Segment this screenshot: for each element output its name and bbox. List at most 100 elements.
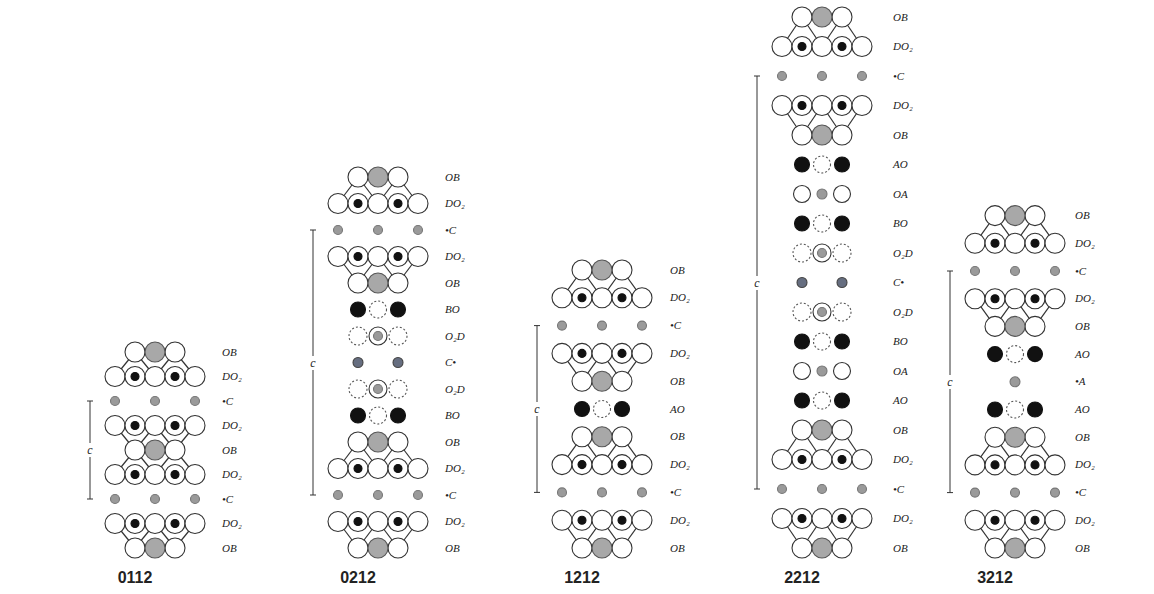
layer-label: OB (445, 278, 460, 289)
atom (612, 343, 632, 363)
layer-label: AO (670, 404, 685, 415)
axis-tick (947, 271, 953, 272)
atom (165, 416, 185, 436)
atom (1005, 538, 1025, 558)
atom (572, 343, 592, 363)
layer-label: DO₂ (670, 515, 690, 526)
atom (1025, 233, 1045, 253)
atom (1025, 510, 1045, 530)
atom (1005, 455, 1025, 475)
atom (612, 427, 632, 447)
atom (368, 538, 388, 558)
atom (328, 512, 348, 532)
layer-label: OB (1075, 210, 1090, 221)
atom (185, 465, 205, 485)
axis-tick (534, 325, 540, 326)
atom (615, 402, 630, 417)
atom (965, 233, 985, 253)
atom (111, 495, 120, 504)
atom (374, 332, 383, 341)
layer-label: O₂D (445, 331, 465, 342)
structure-name: 1212 (564, 570, 600, 586)
atom (334, 491, 343, 500)
atom (813, 244, 831, 262)
atom (835, 157, 850, 172)
atom (348, 273, 368, 293)
atom (374, 226, 383, 235)
axis-tick (87, 401, 93, 402)
atom (592, 260, 612, 280)
layer-label: DO₂ (445, 251, 465, 262)
atom (165, 367, 185, 387)
atom (832, 7, 852, 27)
atom (1025, 289, 1045, 309)
atom (145, 367, 165, 387)
atom (105, 514, 125, 534)
layer-label: AO (1075, 349, 1090, 360)
atom (394, 200, 402, 208)
atom (632, 343, 652, 363)
atom (151, 495, 160, 504)
atom (612, 260, 632, 280)
atom (368, 512, 388, 532)
layer-label: DO₂ (1075, 238, 1095, 249)
atom (632, 510, 652, 530)
atom (1025, 455, 1045, 475)
atom (1010, 377, 1020, 387)
atom (394, 253, 402, 261)
atom (125, 538, 145, 558)
atom (374, 491, 383, 500)
atom (1005, 206, 1025, 226)
atom (354, 518, 362, 526)
layer-label: OB (893, 12, 908, 23)
atom (838, 515, 846, 523)
layer-label: DO₂ (222, 420, 242, 431)
layer-label: •C (445, 490, 456, 501)
atom (1031, 239, 1039, 247)
axis-tick (534, 492, 540, 493)
atom (1031, 295, 1039, 303)
atom (778, 485, 787, 494)
atom (991, 516, 999, 524)
layer-label: •C (222, 396, 233, 407)
atom (185, 367, 205, 387)
atom (991, 239, 999, 247)
atom (572, 260, 592, 280)
atom (145, 416, 165, 436)
atom (795, 334, 810, 349)
atom (795, 393, 810, 408)
atom (793, 303, 811, 321)
atom (165, 514, 185, 534)
atom (328, 247, 348, 267)
layer-label: OA (893, 366, 908, 377)
layer-label: BO (445, 410, 460, 421)
layer-label: DO₂ (222, 371, 242, 382)
atom (795, 216, 810, 231)
atom (833, 244, 851, 262)
structure-name: 2212 (784, 570, 820, 586)
layer-label: OA (893, 189, 908, 200)
axis-label: c (753, 276, 760, 290)
atom (592, 343, 612, 363)
atom (1005, 289, 1025, 309)
atom (354, 465, 362, 473)
atom (985, 233, 1005, 253)
atom (1051, 488, 1060, 497)
atom (835, 334, 850, 349)
layer-label: •C (670, 487, 681, 498)
atom (370, 301, 387, 318)
atom (612, 288, 632, 308)
atom (835, 216, 850, 231)
atom (965, 289, 985, 309)
atom (368, 273, 388, 293)
atom (792, 450, 812, 470)
layer-label: OB (893, 130, 908, 141)
layer-label: DO₂ (1075, 459, 1095, 470)
layer-label: •C (445, 225, 456, 236)
atom (598, 321, 607, 330)
atom (797, 278, 807, 288)
layer-label: OB (1075, 543, 1090, 554)
layer-label: O₂D (893, 307, 913, 318)
atom (618, 461, 626, 469)
atom (812, 538, 832, 558)
